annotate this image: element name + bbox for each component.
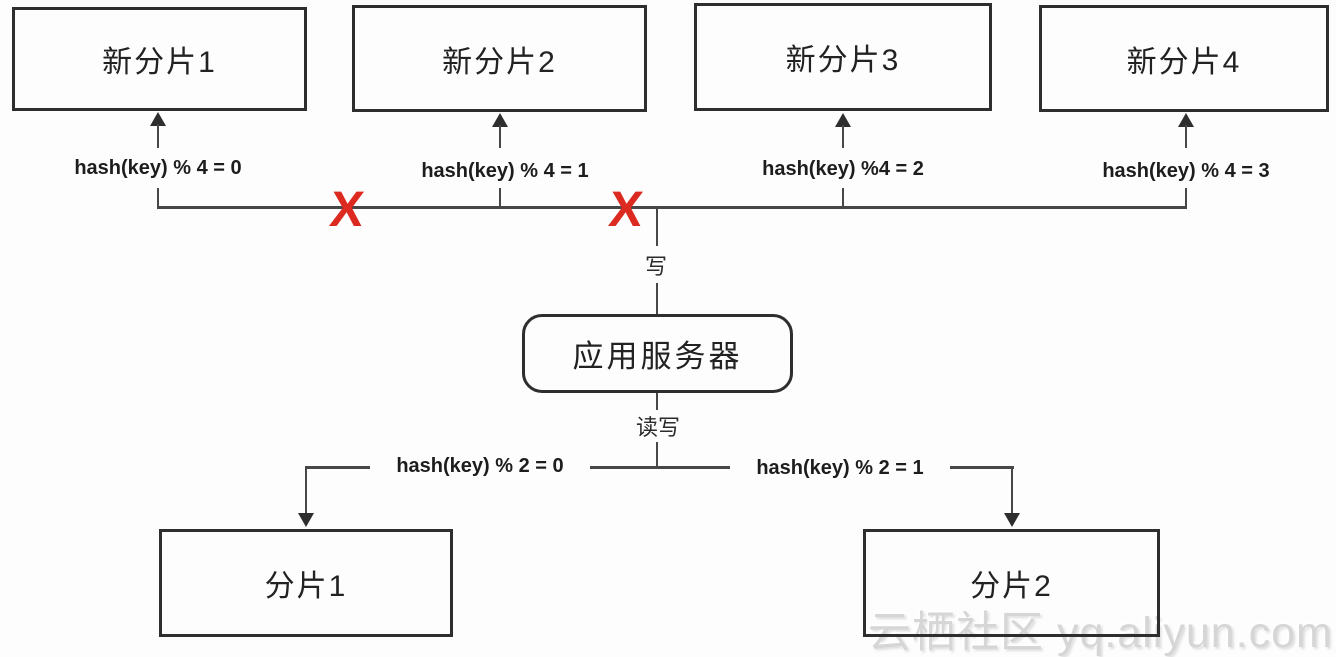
branch-line <box>305 466 1014 469</box>
new-shard-3-label: 新分片3 <box>785 44 901 77</box>
read-write-line-bottom <box>656 438 658 469</box>
arrow-up-icon-shard3 <box>835 113 851 127</box>
bus-line <box>157 206 1187 209</box>
arrow-up-icon-shard2 <box>492 113 508 127</box>
invalid-cross-icon-1: X <box>327 181 367 237</box>
shard-1-box: 分片1 <box>159 529 453 637</box>
hash-mod4-label-0: hash(key) % 4 = 0 <box>74 157 242 179</box>
shard-1-label: 分片1 <box>264 570 348 603</box>
arrow-down-icon-part1 <box>298 513 314 527</box>
read-write-label: 读写 <box>618 410 698 442</box>
stub-line-shard3 <box>842 188 844 208</box>
new-shard-3-box: 新分片3 <box>694 3 992 111</box>
shard-2-box: 分片2 <box>863 529 1160 637</box>
hash-mod4-label-1: hash(key) % 4 = 1 <box>421 160 589 182</box>
arrow-down-line-part1 <box>305 466 307 513</box>
arrow-up-line-shard3 <box>842 125 844 148</box>
arrow-up-line-shard2 <box>499 125 501 148</box>
new-shard-4-label: 新分片4 <box>1126 45 1242 79</box>
stub-line-shard4 <box>1185 188 1187 208</box>
new-shard-2-box: 新分片2 <box>352 5 647 112</box>
hash-mod2-label-0: hash(key) % 2 = 0 <box>370 453 590 480</box>
invalid-cross-icon-2: X <box>606 181 646 237</box>
arrow-up-icon-shard1 <box>150 112 166 126</box>
app-server-label: 应用服务器 <box>572 339 743 374</box>
hash-mod4-label-2: hash(key) %4 = 2 <box>762 158 924 180</box>
write-line-top <box>656 209 658 246</box>
write-line-bottom <box>656 283 658 315</box>
new-shard-1-label: 新分片1 <box>102 46 217 79</box>
hash-mod2-label-1: hash(key) % 2 = 1 <box>730 455 950 482</box>
stub-line-shard2 <box>499 188 501 208</box>
write-label: 写 <box>630 249 682 281</box>
arrow-down-icon-part2 <box>1004 513 1020 527</box>
arrow-up-line-shard4 <box>1185 125 1187 148</box>
arrow-up-icon-shard4 <box>1178 113 1194 127</box>
shard-2-label: 分片2 <box>970 570 1053 603</box>
read-write-line-top <box>656 393 658 410</box>
hash-mod4-label-3: hash(key) % 4 = 3 <box>1102 160 1270 182</box>
new-shard-1-box: 新分片1 <box>12 7 307 111</box>
new-shard-4-box: 新分片4 <box>1039 5 1329 112</box>
stub-line-shard1 <box>157 188 159 208</box>
arrow-down-line-part2 <box>1011 466 1013 513</box>
arrow-up-line-shard1 <box>157 124 159 148</box>
new-shard-2-label: 新分片2 <box>442 45 557 79</box>
watermark: 云栖社区 yq.aliyun.com <box>868 609 1333 657</box>
app-server-box: 应用服务器 <box>522 314 793 393</box>
